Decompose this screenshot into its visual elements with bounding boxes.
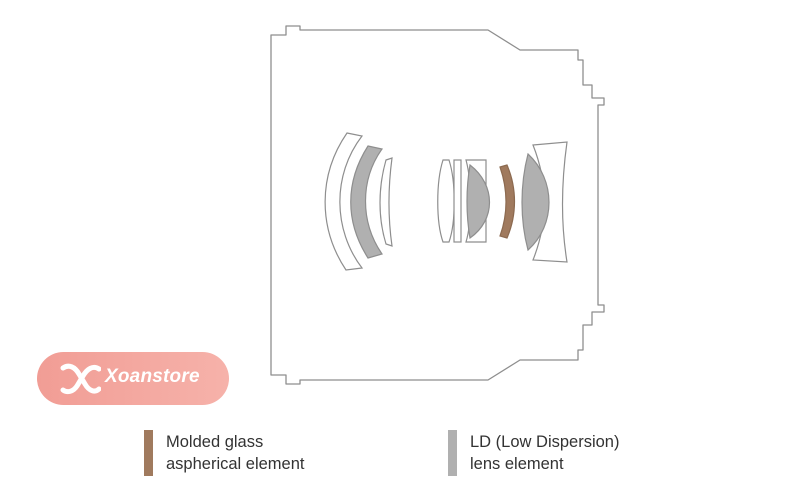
lens-element-4	[437, 159, 455, 243]
legend-label-molded: Molded glass aspherical element	[166, 431, 386, 475]
legend-swatch-ld	[448, 430, 457, 476]
brand-name: Xoanstore	[105, 366, 200, 387]
lens-element-1	[324, 132, 364, 271]
legend-label-ld: LD (Low Dispersion) lens element	[470, 431, 690, 475]
lens-barrel-outline	[270, 25, 605, 385]
lens-element-8-molded-aspherical	[499, 164, 516, 239]
lens-element-10-ld	[521, 152, 550, 252]
lens-element-2-ld	[350, 145, 384, 259]
legend-molded-line1: Molded glass	[166, 433, 264, 451]
lens-element-3	[379, 157, 393, 247]
xoanstore-logo-icon	[60, 363, 101, 395]
legend-swatch-molded	[144, 430, 153, 476]
lens-element-7-ld	[466, 163, 491, 240]
legend-molded-line2: aspherical element	[166, 455, 305, 473]
legend-ld-line1: LD (Low Dispersion)	[470, 433, 620, 451]
brand-badge: Xoanstore	[37, 352, 229, 405]
legend-ld-line2: lens element	[470, 455, 564, 473]
lens-element-5	[453, 159, 462, 243]
